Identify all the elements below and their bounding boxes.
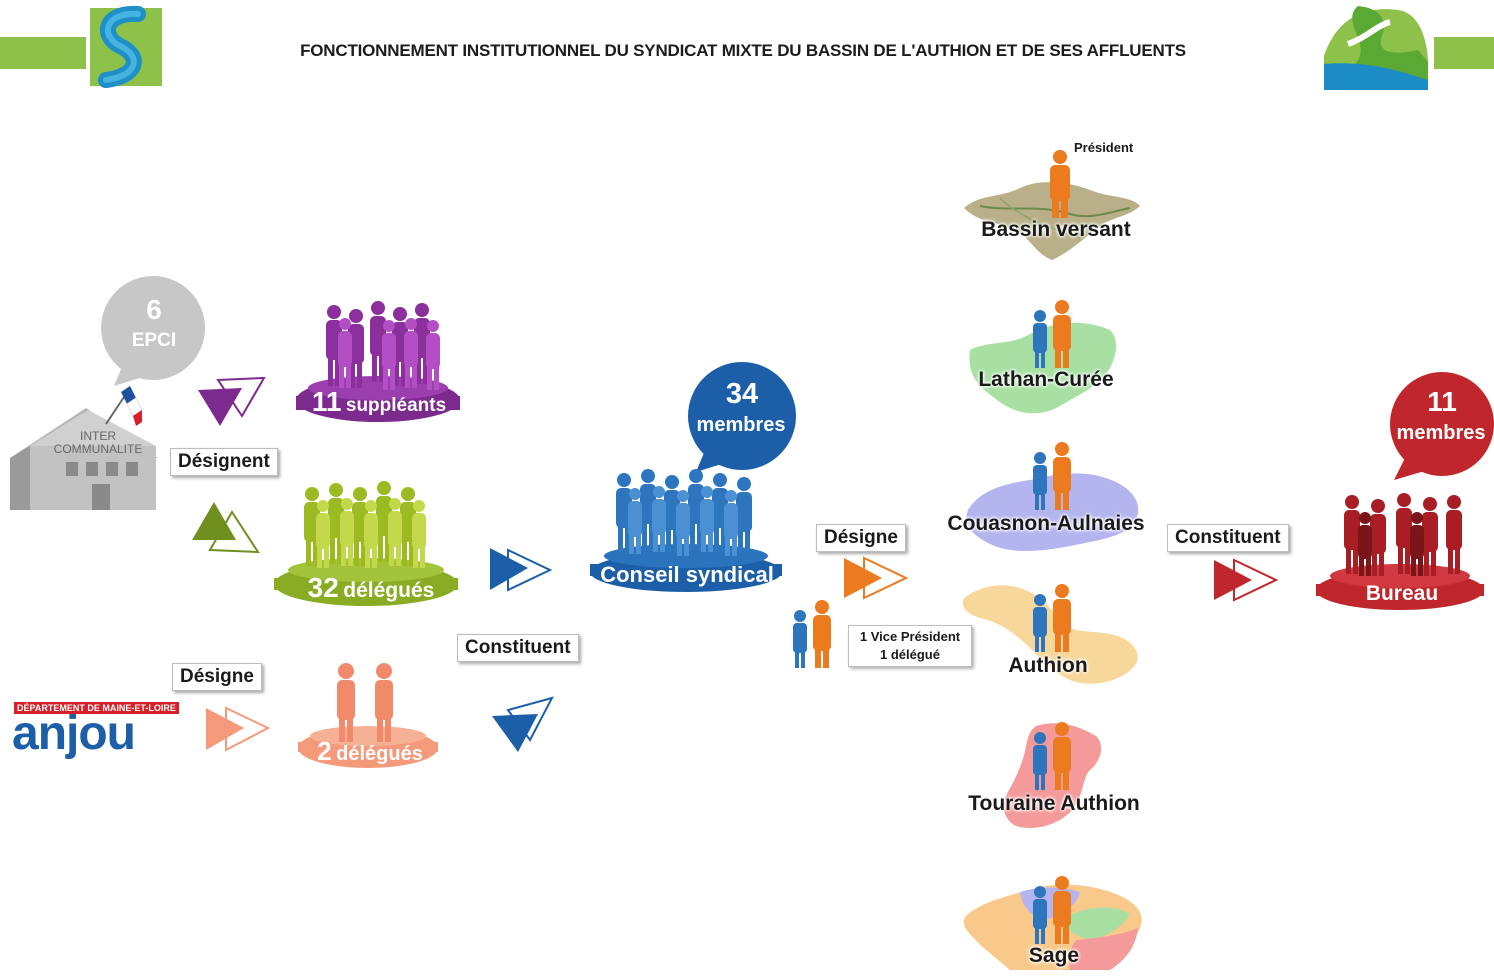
couasnon-aulnaies-figures (1033, 442, 1071, 510)
commission-label-touraine-authion: Touraine Authion (968, 792, 1140, 815)
arrow-right-red-icon (1214, 558, 1279, 602)
epci-label: EPCI (131, 330, 177, 351)
delegues-count: 32 (307, 572, 339, 603)
authion-figures (1033, 584, 1071, 652)
vice-president-box: 1 Vice Président 1 délégué (848, 625, 972, 667)
bureau-label: Bureau (1365, 582, 1439, 605)
constituent-left-label: Constituent (457, 634, 579, 662)
arrow-up-olive-icon (192, 502, 260, 554)
membres-11-bubble (1390, 372, 1494, 480)
commission-label-couasnon-aulnaies: Couasnon-Aulnaies (947, 512, 1145, 535)
anjou-department-header: DÉPARTEMENT DE MAINE-ET-LOIRE (14, 702, 179, 714)
building-label-line2: COMMUNALITE (53, 442, 143, 456)
map-bassin-versant (964, 182, 1140, 260)
intercommunalite-building (10, 386, 158, 510)
arrow-right-salmon-icon (206, 706, 271, 752)
delegues-anjou-count: 2 (317, 736, 332, 766)
vice-president-figures (793, 600, 831, 668)
conseil-syndical-group (590, 469, 782, 592)
bureau-group (1316, 493, 1484, 610)
commission-label-authion: Authion (1008, 654, 1088, 677)
smbaa-logo (86, 2, 170, 114)
president-label: Président (1074, 140, 1134, 155)
delegues-group (274, 481, 458, 606)
designent-label: Désignent (170, 448, 278, 476)
president-figure (1050, 150, 1070, 218)
touraine-authion-figures (1033, 722, 1071, 790)
commission-label-bassin-versant: Bassin versant (981, 218, 1131, 241)
arrow-up-right-blue-icon (492, 696, 554, 752)
arrow-right-orange-icon (844, 556, 909, 600)
suppleants-text: suppléants (345, 395, 447, 416)
conseil-syndical-label: Conseil syndical (600, 562, 774, 587)
conseil-count: 34 (725, 378, 759, 410)
commission-label-sage: Sage (1028, 944, 1080, 967)
bureau-members-label: membres (1396, 422, 1486, 444)
delegues-anjou-label: 2 délégués (300, 736, 440, 767)
map-touraine-authion (1003, 723, 1102, 829)
map-authion (962, 585, 1138, 684)
vice-president-line2: 1 délégué (880, 647, 940, 662)
header-title-background (168, 33, 1318, 73)
epci-bubble (101, 276, 205, 386)
suppleants-group (296, 301, 460, 422)
designe-center-label: Désigne (816, 524, 906, 552)
delegues-label: 32 délégués (286, 572, 456, 604)
sage-figures (1033, 876, 1071, 944)
page-title: FONCTIONNEMENT INSTITUTIONNEL DU SYNDICA… (300, 41, 1186, 60)
lathan-curee-figures (1033, 300, 1071, 368)
arrow-down-purple-icon (198, 376, 266, 426)
delegues-anjou-group (298, 663, 438, 768)
epci-count: 6 (146, 294, 162, 325)
delegues-anjou-text: délégués (336, 743, 423, 765)
designe-left-label: Désigne (172, 663, 262, 691)
constituent-right-label: Constituent (1167, 524, 1289, 552)
building-label-line1: INTER (80, 429, 116, 443)
suppleants-count: 11 (311, 386, 342, 417)
conseil-members-label: membres (696, 414, 786, 436)
map-couasnon-aulnaies (966, 473, 1139, 551)
membres-34-bubble (688, 362, 796, 472)
sage-logo (1318, 2, 1434, 94)
bureau-count: 11 (1427, 386, 1457, 417)
building-label: INTER COMMUNALITE (48, 430, 148, 456)
vice-president-line1: 1 Vice Président (859, 629, 961, 644)
arrow-right-blue-icon (490, 548, 553, 592)
delegues-text: délégués (343, 579, 435, 602)
smbaa-logo-icon (90, 5, 162, 88)
commission-label-lathan-curee: Lathan-Curée (978, 368, 1114, 391)
anjou-logo: anjou (12, 707, 136, 760)
suppleants-label: 11 suppléants (304, 386, 454, 418)
sage-logo-icon (1324, 6, 1428, 90)
